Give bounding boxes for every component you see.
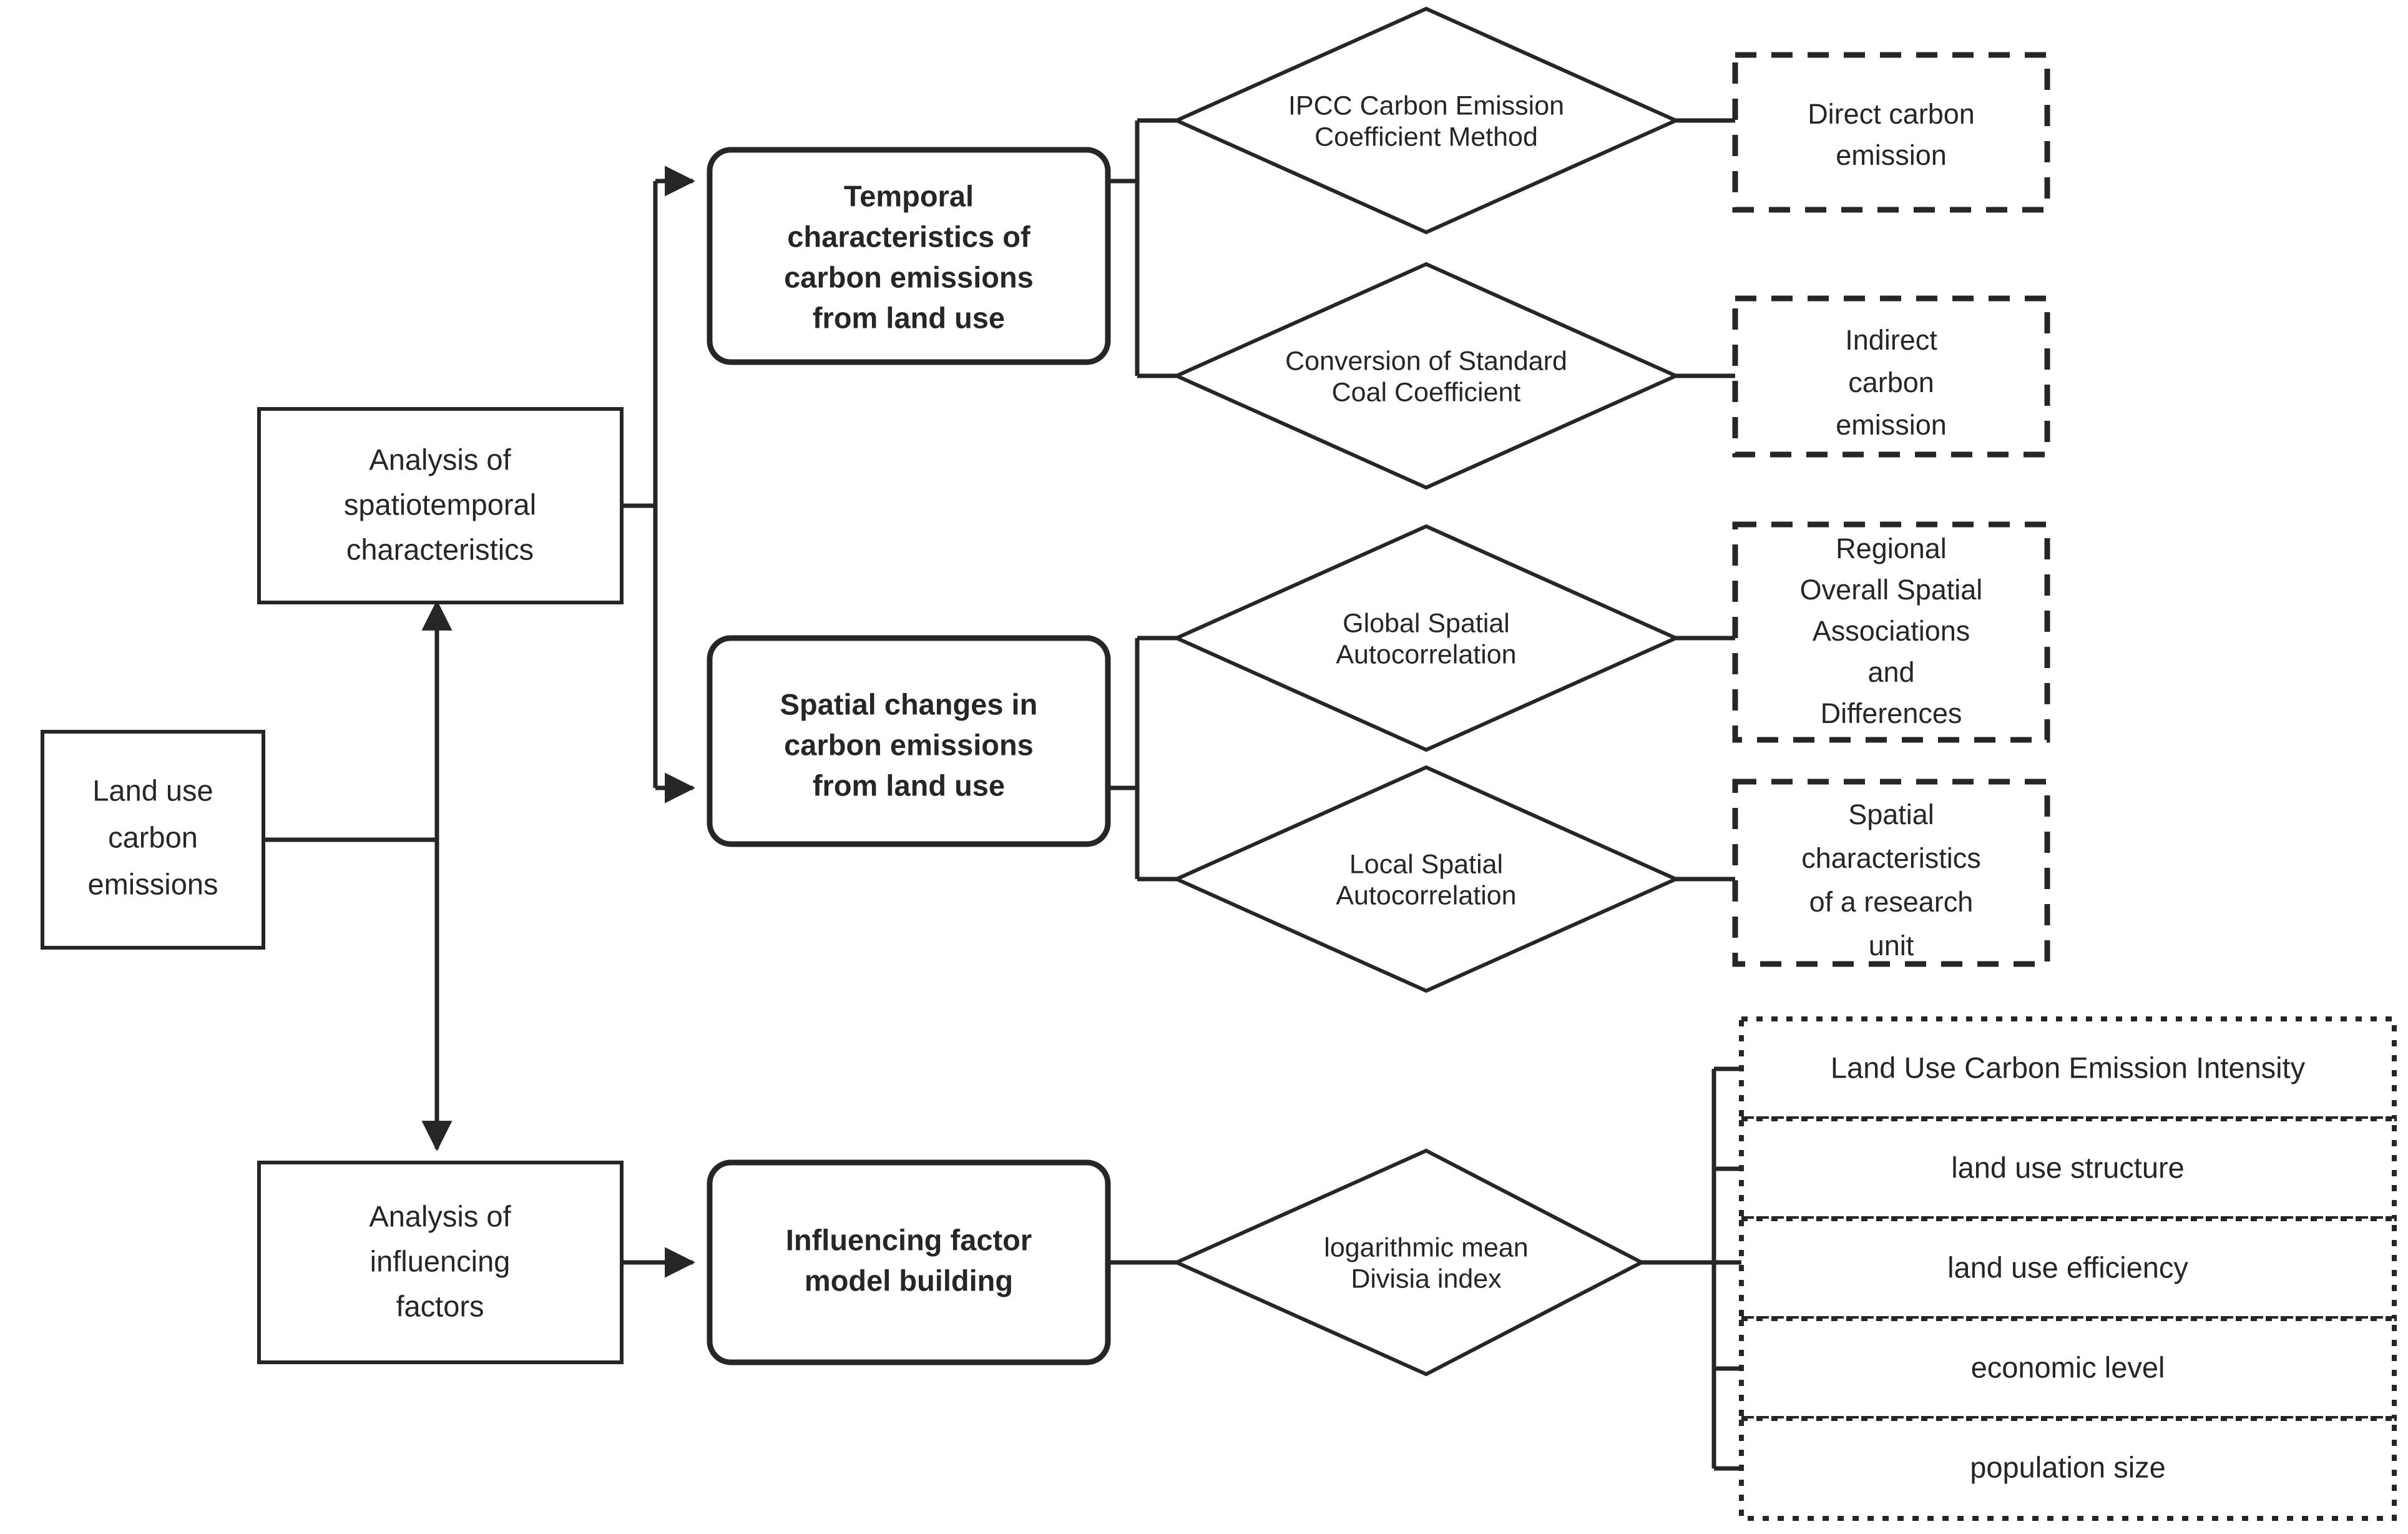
node-label-global-line-1: Autocorrelation bbox=[1336, 639, 1516, 669]
node-label-direct-line-1: emission bbox=[1836, 139, 1947, 171]
node-label-indirect-line-2: emission bbox=[1836, 409, 1947, 441]
node-label-coal-line-0: Conversion of Standard bbox=[1285, 346, 1567, 376]
node-logarithmic-mean-divisia-index[interactable]: logarithmic mean Divisia index bbox=[1172, 1148, 1646, 1377]
factor-label-0: Land Use Carbon Emission Intensity bbox=[1831, 1051, 2306, 1084]
node-label-temporal-line-1: characteristics of bbox=[787, 220, 1030, 253]
node-label-temporal-line-3: from land use bbox=[813, 301, 1005, 334]
node-label-ipcc-line-1: Coefficient Method bbox=[1314, 122, 1538, 152]
node-spatial-changes[interactable]: Spatial changes in carbon emissions from… bbox=[707, 635, 1111, 847]
node-label-model-line-0: Influencing factor bbox=[786, 1223, 1032, 1256]
node-label-coal-line-1: Coal Coefficient bbox=[1332, 377, 1521, 407]
factor-box-economic-level[interactable]: economic level bbox=[1739, 1316, 2397, 1421]
node-label-regional-line-0: Regional bbox=[1836, 533, 1947, 564]
factor-box-population-size[interactable]: population size bbox=[1739, 1416, 2397, 1521]
node-label-root-line-2: emissions bbox=[88, 867, 218, 900]
node-analysis-influencing-factors[interactable]: Analysis of influencing factors bbox=[257, 1161, 624, 1364]
node-label-spatial-line-2: from land use bbox=[813, 769, 1005, 802]
node-label-ipcc-line-0: IPCC Carbon Emission bbox=[1288, 91, 1564, 120]
factor-label-3: economic level bbox=[1971, 1350, 2165, 1384]
factor-box-land-use-efficiency[interactable]: land use efficiency bbox=[1739, 1216, 2397, 1321]
node-label-root-line-0: Land use bbox=[92, 774, 213, 807]
node-influencing-factor-model-building[interactable]: Influencing factor model building bbox=[707, 1159, 1111, 1365]
node-label-regional-line-2: Associations bbox=[1813, 615, 1970, 647]
node-label-indirect-line-0: Indirect bbox=[1845, 324, 1937, 356]
node-label-spatiotemporal-line-1: spatiotemporal bbox=[344, 488, 536, 521]
factor-box-land-use-carbon-emission-intensity[interactable]: Land Use Carbon Emission Intensity bbox=[1739, 1016, 2397, 1121]
node-indirect-carbon-emission[interactable]: Indirect carbon emission bbox=[1732, 295, 2050, 458]
node-global-spatial-autocorrelation[interactable]: Global Spatial Autocorrelation bbox=[1172, 524, 1681, 752]
node-label-indirect-line-1: carbon bbox=[1848, 366, 1934, 398]
node-label-research-line-3: unit bbox=[1869, 930, 1914, 961]
node-label-influencing-line-0: Analysis of bbox=[369, 1199, 511, 1232]
factor-label-2: land use efficiency bbox=[1947, 1251, 2188, 1284]
node-label-global-line-0: Global Spatial bbox=[1343, 608, 1510, 638]
node-label-spatial-line-1: carbon emissions bbox=[784, 728, 1034, 761]
connector-layer bbox=[263, 118, 1741, 1471]
node-label-local-line-0: Local Spatial bbox=[1349, 849, 1503, 879]
factor-label-1: land use structure bbox=[1951, 1151, 2185, 1184]
node-local-spatial-autocorrelation[interactable]: Local Spatial Autocorrelation bbox=[1172, 765, 1681, 993]
node-label-lmdi-line-1: Divisia index bbox=[1351, 1264, 1502, 1294]
node-regional-overall-spatial-associations[interactable]: Regional Overall Spatial Associations an… bbox=[1732, 521, 2050, 743]
node-label-lmdi-line-0: logarithmic mean bbox=[1324, 1232, 1528, 1262]
node-label-model-line-1: model building bbox=[805, 1264, 1013, 1297]
factor-box-land-use-structure[interactable]: land use structure bbox=[1739, 1116, 2397, 1221]
node-label-spatiotemporal-line-0: Analysis of bbox=[369, 443, 511, 476]
node-label-temporal-line-2: carbon emissions bbox=[784, 260, 1034, 293]
node-ipcc-carbon-emission-coefficient-method[interactable]: IPCC Carbon Emission Coefficient Method bbox=[1172, 6, 1681, 235]
node-label-temporal-line-0: Temporal bbox=[844, 179, 974, 212]
node-label-research-line-0: Spatial bbox=[1848, 799, 1934, 830]
node-label-regional-line-4: Differences bbox=[1821, 697, 1962, 729]
node-land-use-carbon-emissions[interactable]: Land use carbon emissions bbox=[41, 730, 265, 950]
node-temporal-characteristics[interactable]: Temporal characteristics of carbon emiss… bbox=[707, 147, 1111, 365]
node-label-research-line-1: characteristics bbox=[1801, 842, 1981, 874]
node-label-spatiotemporal-line-2: characteristics bbox=[346, 533, 534, 566]
node-label-spatial-line-0: Spatial changes in bbox=[780, 687, 1038, 720]
node-direct-carbon-emission[interactable]: Direct carbon emission bbox=[1732, 52, 2050, 213]
node-label-influencing-line-2: factors bbox=[396, 1289, 484, 1322]
node-conversion-standard-coal-coefficient[interactable]: Conversion of Standard Coal Coefficient bbox=[1172, 262, 1681, 490]
node-analysis-spatiotemporal[interactable]: Analysis of spatiotemporal characteristi… bbox=[257, 407, 624, 604]
node-label-direct-line-0: Direct carbon bbox=[1808, 98, 1975, 130]
node-label-regional-line-1: Overall Spatial bbox=[1800, 574, 1983, 606]
node-label-regional-line-3: and bbox=[1867, 656, 1914, 688]
node-label-root-line-1: carbon bbox=[108, 820, 198, 853]
node-label-local-line-1: Autocorrelation bbox=[1336, 880, 1516, 910]
node-label-influencing-line-1: influencing bbox=[370, 1244, 511, 1277]
node-spatial-characteristics-research-unit[interactable]: Spatial characteristics of a research un… bbox=[1732, 779, 2050, 967]
factor-label-4: population size bbox=[1970, 1450, 2166, 1483]
node-label-research-line-2: of a research bbox=[1809, 886, 1974, 918]
